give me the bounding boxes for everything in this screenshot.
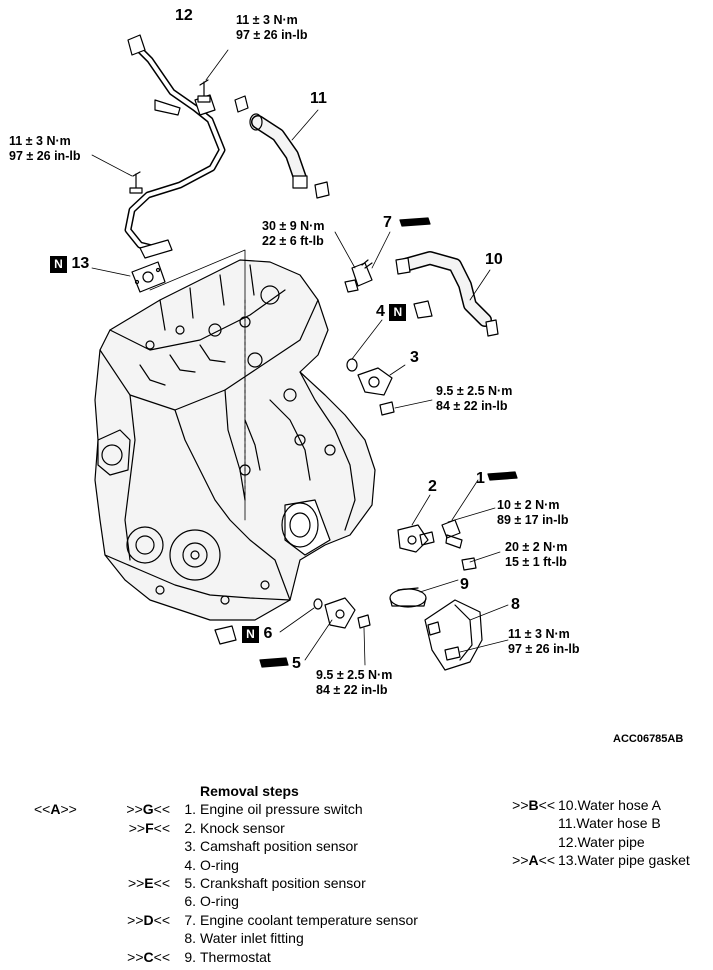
water-pipe-12 — [124, 34, 249, 259]
camshaft-sensor-3 — [357, 367, 393, 396]
diagram-code: ACC06785AB — [613, 733, 684, 745]
step-ref-b: >>E<< — [127, 874, 170, 891]
step-text: Crankshaft position sensor — [200, 874, 366, 891]
torque-nm: 11 ± 3 N·m — [508, 627, 570, 641]
callout-11: 11 — [310, 90, 327, 107]
torque-nm: 11 ± 3 N·m — [9, 134, 71, 148]
engine-block — [94, 259, 376, 621]
callout-4: 4 N — [376, 303, 407, 321]
step-number: 5. — [184, 874, 196, 891]
callout-9: 9 — [460, 576, 469, 593]
oil-pressure-switch-1 — [441, 519, 463, 549]
callout-3: 3 — [410, 349, 419, 366]
water-hose-a-10 — [395, 251, 499, 337]
step-number: 7. — [184, 911, 196, 928]
step-ref-b: >>B<< — [512, 797, 555, 813]
step-text: O-ring — [200, 856, 239, 873]
step-ref-b: >>G<< — [126, 801, 170, 818]
callout-13-number: 13 — [71, 255, 90, 272]
torque-label-1: 10 ± 2 N·m 89 ± 17 in-lb — [497, 498, 568, 528]
water-pipe-gasket-13 — [131, 261, 166, 293]
torque-nm: 9.5 ± 2.5 N·m — [436, 384, 513, 398]
torque-nm: 20 ± 2 N·m — [505, 540, 568, 554]
torque-label-12: 11 ± 3 N·m 97 ± 26 in-lb — [236, 13, 307, 43]
callout-13: N 13 — [50, 255, 89, 273]
callout-10: 10 — [485, 251, 503, 268]
torque-imperial: 97 ± 26 in-lb — [508, 642, 580, 656]
step-number: 1. — [184, 801, 196, 818]
crankshaft-sensor-5 — [324, 597, 356, 629]
step-number: 6. — [184, 893, 196, 910]
torque-nm: 9.5 ± 2.5 N·m — [316, 668, 393, 682]
step-text: 12.Water pipe — [558, 833, 645, 850]
torque-imperial: 84 ± 22 in-lb — [316, 683, 388, 697]
torque-nm: 10 ± 2 N·m — [497, 498, 560, 512]
n-mark-icon: N — [242, 626, 259, 643]
step-text: Camshaft position sensor — [200, 838, 358, 855]
thermostat-9 — [389, 587, 427, 608]
removal-title: Removal steps — [200, 783, 299, 799]
step-text: 11.Water hose B — [558, 815, 661, 832]
torque-label-left: 11 ± 3 N·m 97 ± 26 in-lb — [9, 134, 80, 164]
water-hose-b-11 — [249, 113, 330, 199]
step-text: Engine oil pressure switch — [200, 801, 363, 818]
torque-label-5: 9.5 ± 2.5 N·m 84 ± 22 in-lb — [316, 668, 392, 698]
torque-label-8: 11 ± 3 N·m 97 ± 26 in-lb — [508, 627, 579, 657]
step-text: Knock sensor — [200, 819, 285, 836]
coolant-temp-sensor-7 — [344, 259, 373, 293]
step-number: 4. — [184, 856, 196, 873]
water-inlet-fitting-8 — [424, 599, 483, 671]
torque-label-3: 9.5 ± 2.5 N·m 84 ± 22 in-lb — [436, 384, 512, 414]
torque-imperial: 97 ± 26 in-lb — [236, 28, 308, 42]
torque-label-7: 30 ± 9 N·m 22 ± 6 ft-lb — [262, 219, 324, 249]
step-ref-b: >>F<< — [128, 819, 170, 836]
callout-7: 7 — [383, 214, 392, 231]
step-text: Thermostat — [200, 948, 271, 965]
callout-2: 2 — [428, 478, 437, 495]
torque-nm: 30 ± 9 N·m — [262, 219, 325, 233]
engine-exploded-diagram — [91, 34, 518, 671]
callout-8: 8 — [511, 596, 520, 613]
step-ref-b: >>A<< — [512, 852, 555, 869]
step-number: 9. — [184, 948, 196, 965]
step-text: Engine coolant temperature sensor — [200, 911, 418, 928]
knock-sensor-2 — [397, 524, 435, 553]
n-mark-icon: N — [50, 256, 67, 273]
step-text: O-ring — [200, 893, 239, 910]
torque-imperial: 15 ± 1 ft-lb — [505, 555, 567, 569]
torque-imperial: 97 ± 26 in-lb — [9, 149, 81, 163]
callout-6: N 6 — [242, 625, 272, 643]
callout-12: 12 — [175, 7, 193, 24]
step-number: 2. — [184, 819, 196, 836]
torque-imperial: 89 ± 17 in-lb — [497, 513, 569, 527]
callout-4-number: 4 — [376, 303, 385, 320]
step-number: 3. — [184, 838, 196, 855]
step-text: 10.Water hose A — [558, 797, 661, 813]
callout-6-number: 6 — [263, 625, 273, 642]
step-text: 13.Water pipe gasket — [558, 852, 690, 869]
o-ring-6 — [313, 598, 323, 610]
n-mark-icon: N — [389, 304, 407, 321]
torque-label-2: 20 ± 2 N·m 15 ± 1 ft-lb — [505, 540, 567, 570]
step-ref-a: <<A>> — [34, 801, 77, 818]
o-ring-4 — [346, 358, 358, 372]
step-number: 8. — [184, 930, 196, 947]
callout-1: 1 — [476, 470, 485, 487]
step-text: Water inlet fitting — [200, 930, 304, 947]
step-ref-b: >>D<< — [127, 911, 170, 928]
callout-5: 5 — [292, 655, 301, 672]
torque-imperial: 84 ± 22 in-lb — [436, 399, 508, 413]
step-ref-b: >>C<< — [127, 948, 170, 965]
torque-imperial: 22 ± 6 ft-lb — [262, 234, 324, 248]
torque-nm: 11 ± 3 N·m — [236, 13, 298, 27]
